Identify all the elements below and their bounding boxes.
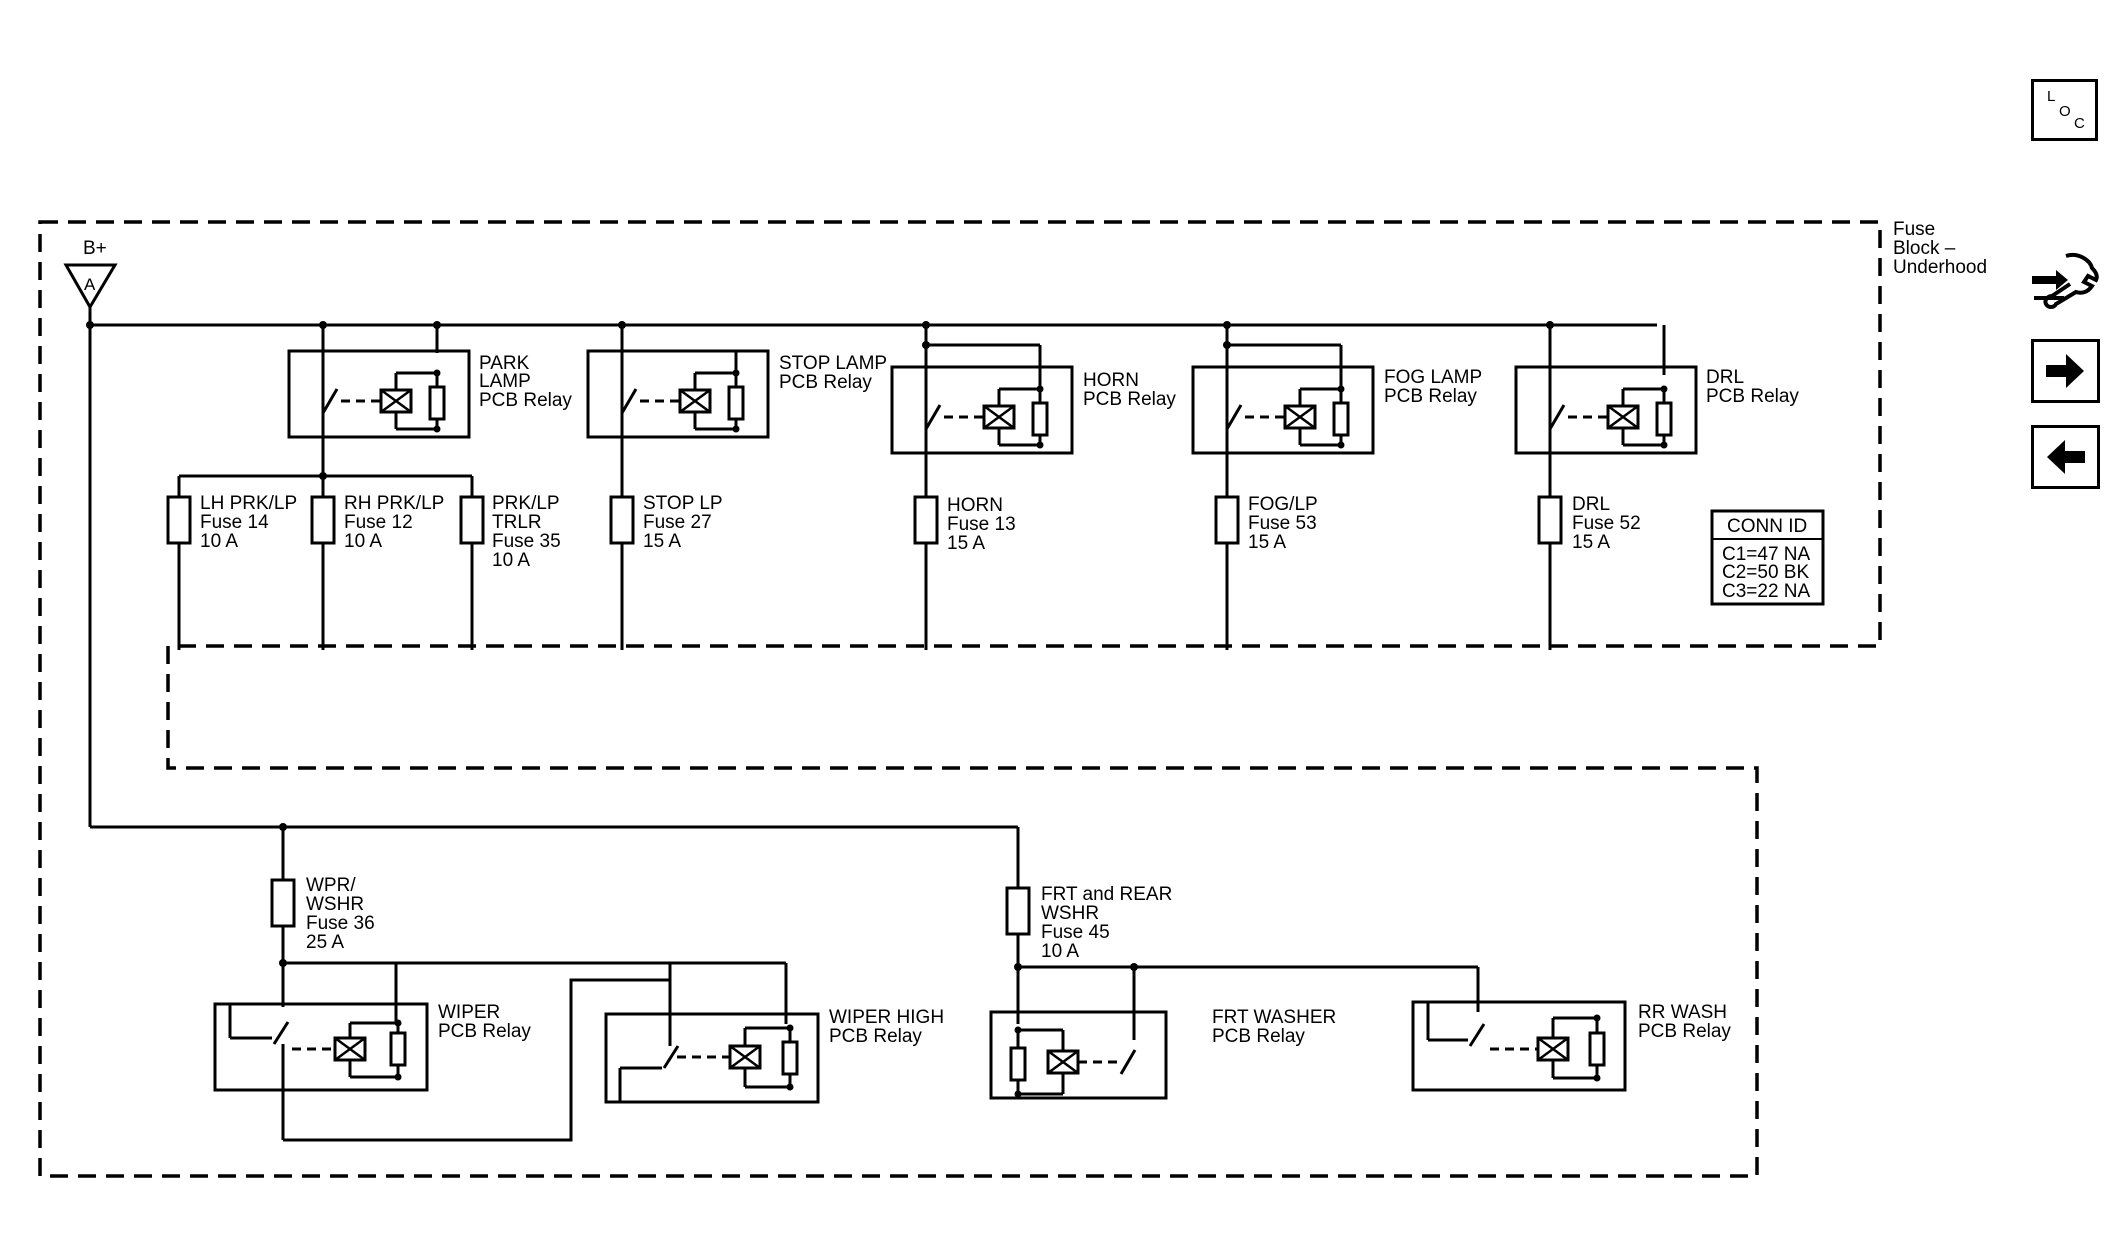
wpr-fuse-label-2: WSHR (306, 894, 364, 915)
conn-id-c1: C1=47 NA (1722, 544, 1811, 565)
fog-relay-label-2: PCB Relay (1384, 386, 1477, 407)
wpr-fuse-label-4: 25 A (306, 932, 344, 953)
frt-rear-fuse-label-2: WSHR (1041, 903, 1099, 924)
rh-prk-fuse-label-2: Fuse 12 (344, 512, 413, 533)
frt-washer-relay-label-2: PCB Relay (1212, 1026, 1305, 1047)
b-plus-label: B+ (83, 238, 107, 259)
rh-prk-fuse-label-3: 10 A (344, 531, 382, 552)
frt-washer-relay (989, 1010, 1168, 1100)
fog-fuse-label-2: Fuse 53 (1248, 513, 1317, 534)
drl-fuse-label-1: DRL (1572, 494, 1610, 515)
next-page-button[interactable] (2031, 339, 2100, 403)
horn-relay-label-1: HORN (1083, 370, 1139, 391)
conn-id-title: CONN ID (1727, 516, 1807, 537)
wrench-connector-icon (2032, 253, 2099, 309)
drl-relay-label-2: PCB Relay (1706, 386, 1799, 407)
block-title-3: Underhood (1893, 257, 1987, 278)
supply-terminal-label: A (84, 275, 96, 294)
lh-prk-fuse-label-3: 10 A (200, 531, 238, 552)
stop-fuse-label-1: STOP LP (643, 493, 723, 514)
stop-relay-label-1: STOP LAMP (779, 353, 887, 374)
fog-relay-label-1: FOG LAMP (1384, 367, 1482, 388)
horn-fuse-label-2: Fuse 13 (947, 514, 1016, 535)
wiper-relay (213, 1002, 429, 1140)
wiper-high-relay-label-2: PCB Relay (829, 1026, 922, 1047)
fog-fuse-label-1: FOG/LP (1248, 494, 1318, 515)
rr-wash-relay (1411, 1000, 1627, 1092)
wpr-fuse-label-3: Fuse 36 (306, 913, 375, 934)
rh-prk-fuse-label-1: RH PRK/LP (344, 493, 444, 514)
horn-relay-label-2: PCB Relay (1083, 389, 1176, 410)
wiper-relay-label-2: PCB Relay (438, 1021, 531, 1042)
horn-fuse-label-3: 15 A (947, 533, 985, 554)
fuse-block-outline (38, 220, 1882, 1178)
frt-rear-fuse-label-4: 10 A (1041, 941, 1079, 962)
stop-relay-label-2: PCB Relay (779, 372, 872, 393)
block-title-1: Fuse (1893, 219, 1935, 240)
park-relay-label-3: PCB Relay (479, 390, 572, 411)
supply-terminal (63, 263, 118, 310)
wiper-high-relay-label-1: WIPER HIGH (829, 1007, 944, 1028)
wiper-high-relay (604, 1012, 820, 1104)
stop-fuse-label-3: 15 A (643, 531, 681, 552)
frt-rear-fuse-label-1: FRT and REAR (1041, 884, 1172, 905)
arrow-right-icon (2046, 354, 2084, 388)
rr-wash-relay-label-2: PCB Relay (1638, 1021, 1731, 1042)
location-button[interactable]: L O C (2031, 79, 2098, 141)
block-title-2: Block – (1893, 238, 1956, 259)
conn-id-box: CONN ID C1=47 NA C2=50 BK C3=22 NA (1710, 509, 1825, 606)
trlr-fuse-label-1: PRK/LP (492, 493, 560, 514)
trlr-fuse-label-4: 10 A (492, 550, 530, 571)
drl-fuse-label-2: Fuse 52 (1572, 513, 1641, 534)
wiper-relay-label-1: WIPER (438, 1002, 500, 1023)
fog-fuse-label-3: 15 A (1248, 532, 1286, 553)
frt-rear-fuse-label-3: Fuse 45 (1041, 922, 1110, 943)
lh-prk-fuse-label-1: LH PRK/LP (200, 493, 297, 514)
trlr-fuse-label-3: Fuse 35 (492, 531, 561, 552)
trlr-fuse-label-2: TRLR (492, 512, 542, 533)
conn-id-c3: C3=22 NA (1722, 581, 1811, 602)
wrench-connector-button[interactable] (2026, 246, 2102, 318)
horn-fuse-label-1: HORN (947, 495, 1003, 516)
rr-wash-relay-label-1: RR WASH (1638, 1002, 1727, 1023)
drl-relay-label-1: DRL (1706, 367, 1744, 388)
park-relay-label-1: PARK (479, 353, 530, 374)
location-icon-c: C (2074, 115, 2085, 132)
stop-fuse-label-2: Fuse 27 (643, 512, 712, 533)
previous-page-button[interactable] (2031, 425, 2100, 489)
park-relay-label-2: LAMP (479, 371, 531, 392)
arrow-left-icon (2047, 440, 2085, 474)
lh-prk-fuse-label-2: Fuse 14 (200, 512, 269, 533)
drl-fuse-label-3: 15 A (1572, 532, 1610, 553)
wpr-fuse-label-1: WPR/ (306, 875, 356, 896)
frt-washer-relay-label-1: FRT WASHER (1212, 1007, 1336, 1028)
location-icon-l: L (2047, 88, 2056, 105)
conn-id-c2: C2=50 BK (1722, 562, 1809, 583)
location-icon-o: O (2059, 103, 2071, 120)
